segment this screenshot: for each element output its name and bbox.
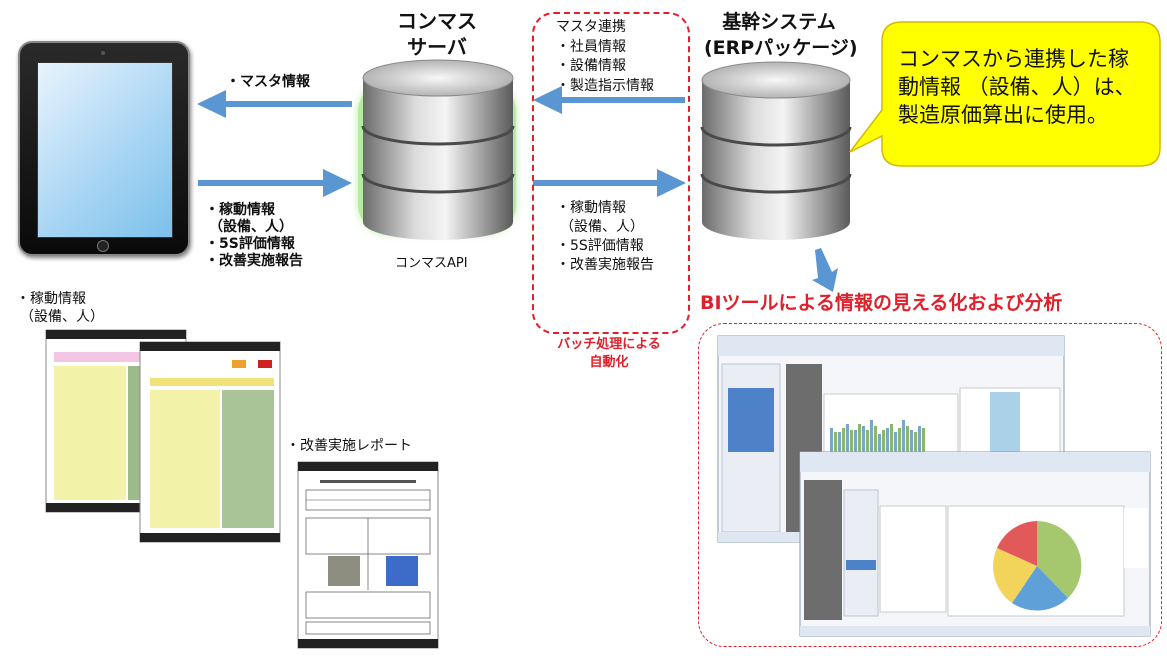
operation-info-label-line: ・稼動情報: [16, 291, 86, 307]
arrow-master-to-tablet: [222, 101, 352, 107]
tablet-screen: [37, 62, 173, 238]
server-database-icon: [358, 59, 516, 240]
server-title-line1: コンマス: [397, 9, 477, 33]
batch-label-line2: 自動化: [589, 354, 629, 370]
flow-arrows: [197, 86, 838, 292]
server-api-label: コンマスAPI: [395, 256, 468, 271]
flow-label-line: ・設備情報: [556, 58, 626, 75]
erp-title-line1: 基幹システム: [722, 11, 836, 33]
flow-label-line: ・5S評価情報: [205, 236, 295, 253]
operation-info-label: ・稼動情報 （設備、人）: [16, 290, 104, 326]
flow-label-line: ・5S評価情報: [556, 237, 644, 254]
flow-label-line: ・改善実施報告: [556, 256, 654, 273]
flow-label-line: ・製造指示情報: [556, 77, 654, 94]
tablet-device-icon: [18, 41, 190, 256]
flow-label-erp-upload: ・稼動情報 （設備、人） ・5S評価情報 ・改善実施報告: [556, 199, 654, 275]
callout-line: 製造原価算出に使用。: [898, 102, 1108, 127]
callout-bubble: [849, 21, 1161, 167]
flow-label-line: （設備、人）: [209, 219, 293, 236]
batch-process-box: [532, 12, 690, 334]
flow-label-line: マスタ連携: [556, 19, 626, 35]
bi-analysis-box: [698, 323, 1162, 647]
batch-label-line1: バッチ処理による: [557, 337, 661, 352]
arrow-tablet-to-server: [198, 180, 326, 186]
flow-label-tablet-upload: ・稼動情報 （設備、人） ・5S評価情報 ・改善実施報告: [205, 202, 303, 270]
tablet-home-button: [97, 240, 109, 252]
flow-label-line: （設備、人）: [560, 218, 644, 235]
erp-title-line2: (ERPパッケージ): [704, 36, 858, 59]
arrow-server-to-erp: [533, 180, 659, 186]
flow-label-master-link: マスタ連携 ・社員情報 ・設備情報 ・製造指示情報: [556, 18, 654, 96]
callout-line: コンマスから連携した稼: [898, 47, 1129, 71]
operation-info-thumbnail: [45, 329, 281, 543]
operation-info-label-line: （設備、人）: [20, 309, 104, 326]
flow-label-line: ・稼動情報: [556, 200, 626, 216]
arrow-erp-to-server: [560, 97, 685, 103]
server-title-line2: サーバ: [407, 35, 467, 59]
erp-title: 基幹システム (ERPパッケージ): [704, 10, 858, 61]
flow-label-master: ・マスタ情報: [226, 74, 310, 90]
tablet-camera: [101, 51, 105, 55]
callout-text: コンマスから連携した稼 動情報 （設備、人）は、 製造原価算出に使用。: [898, 46, 1136, 130]
bi-title: BIツールによる情報の見える化および分析: [700, 292, 1063, 314]
flow-label-line: ・改善実施報告: [205, 253, 303, 270]
bi-screenshot-2: [799, 451, 1151, 637]
erp-database-icon: [700, 61, 852, 240]
flow-label-line: ・社員情報: [556, 38, 626, 55]
server-title: コンマス サーバ: [390, 8, 484, 60]
arrow-erp-to-bi: [812, 248, 838, 292]
batch-label: バッチ処理による 自動化: [536, 336, 682, 371]
callout-line: 動情報 （設備、人）は、: [898, 74, 1136, 99]
flow-label-line: ・稼動情報: [205, 202, 275, 218]
improvement-report-thumbnail: [297, 461, 439, 649]
improvement-report-label: ・改善実施レポート: [286, 438, 412, 454]
